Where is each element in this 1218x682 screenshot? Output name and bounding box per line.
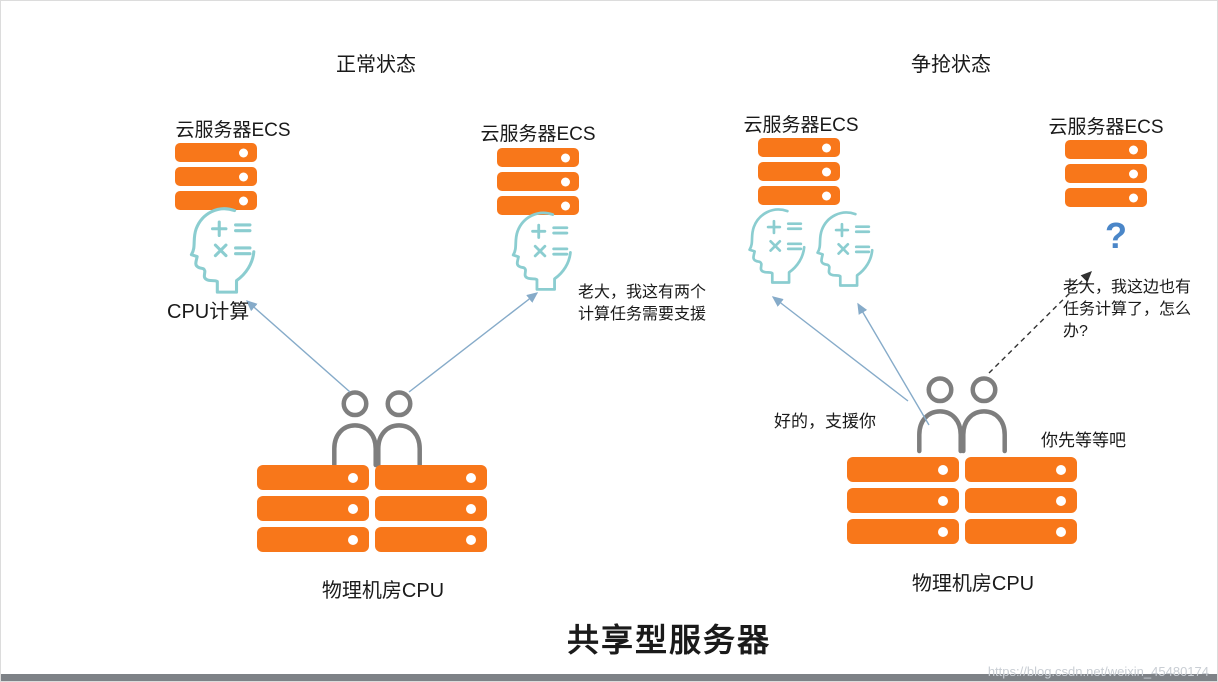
server-bar	[1065, 188, 1147, 207]
server-bar	[257, 527, 369, 552]
cpu-head-icon	[189, 207, 256, 294]
server-stack-icon	[175, 143, 257, 210]
server-bar	[1065, 140, 1147, 159]
window-bottom-edge	[1, 674, 1217, 681]
ecs-label: 云服务器ECS	[743, 115, 859, 136]
server-bar	[375, 527, 487, 552]
speech-wait: 你先等等吧	[1034, 424, 1133, 453]
server-bar	[497, 172, 579, 191]
server-bar	[497, 148, 579, 167]
person-icon	[961, 376, 1007, 454]
person-group	[328, 387, 426, 471]
server-bar	[758, 162, 840, 181]
cpu-head-icon	[511, 211, 572, 291]
server-bar	[1065, 164, 1147, 183]
server-bar	[965, 488, 1077, 513]
watermark: https://blog.csdn.net/weixin_45480174	[987, 664, 1209, 679]
server-bar	[847, 519, 959, 544]
server-stack-icon	[758, 138, 840, 205]
server-bar	[175, 191, 257, 210]
speech-support: 好的，支援你	[767, 405, 883, 434]
arrow-to-left-head-2	[408, 292, 539, 393]
person-icon	[332, 390, 378, 468]
server-bar	[758, 138, 840, 157]
server-bar	[375, 496, 487, 521]
arrow-to-left-head-1	[245, 300, 351, 393]
server-bar	[257, 496, 369, 521]
server-bar	[175, 167, 257, 186]
server-bar	[175, 143, 257, 162]
server-bar	[847, 457, 959, 482]
datacenter-label: 物理机房CPU	[321, 580, 445, 602]
server-rack-icon	[847, 457, 1077, 544]
contention-state-title: 争抢状态	[911, 54, 991, 76]
speech-question: 老大，我这边也有 任务计算了，怎么 办?	[1063, 279, 1192, 341]
server-bar	[375, 465, 487, 490]
ecs-label: 云服务器ECS	[480, 124, 596, 145]
ecs-label: 云服务器ECS	[1048, 117, 1164, 138]
datacenter-label: 物理机房CPU	[911, 573, 1035, 595]
question-mark: ?	[1105, 215, 1127, 256]
server-bar	[257, 465, 369, 490]
speech-request: 老大，我这有两个 计算任务需要支援	[578, 284, 707, 324]
server-bar	[965, 519, 1077, 544]
main-title: 共享型服务器	[566, 622, 771, 658]
person-group	[913, 373, 1011, 457]
server-stack-icon	[1065, 140, 1147, 207]
server-bar	[497, 196, 579, 215]
server-bar	[847, 488, 959, 513]
normal-state-title: 正常状态	[336, 54, 416, 76]
server-bar	[758, 186, 840, 205]
arrow-to-right-head-1	[771, 296, 909, 402]
person-icon	[376, 390, 422, 468]
cpu-compute-label: CPU计算	[167, 301, 250, 323]
server-stack-icon	[497, 148, 579, 215]
cpu-head-icon	[816, 211, 874, 287]
cpu-head-icon	[748, 208, 806, 284]
ecs-label: 云服务器ECS	[175, 120, 291, 141]
server-bar	[965, 457, 1077, 482]
server-rack-icon	[257, 465, 487, 552]
